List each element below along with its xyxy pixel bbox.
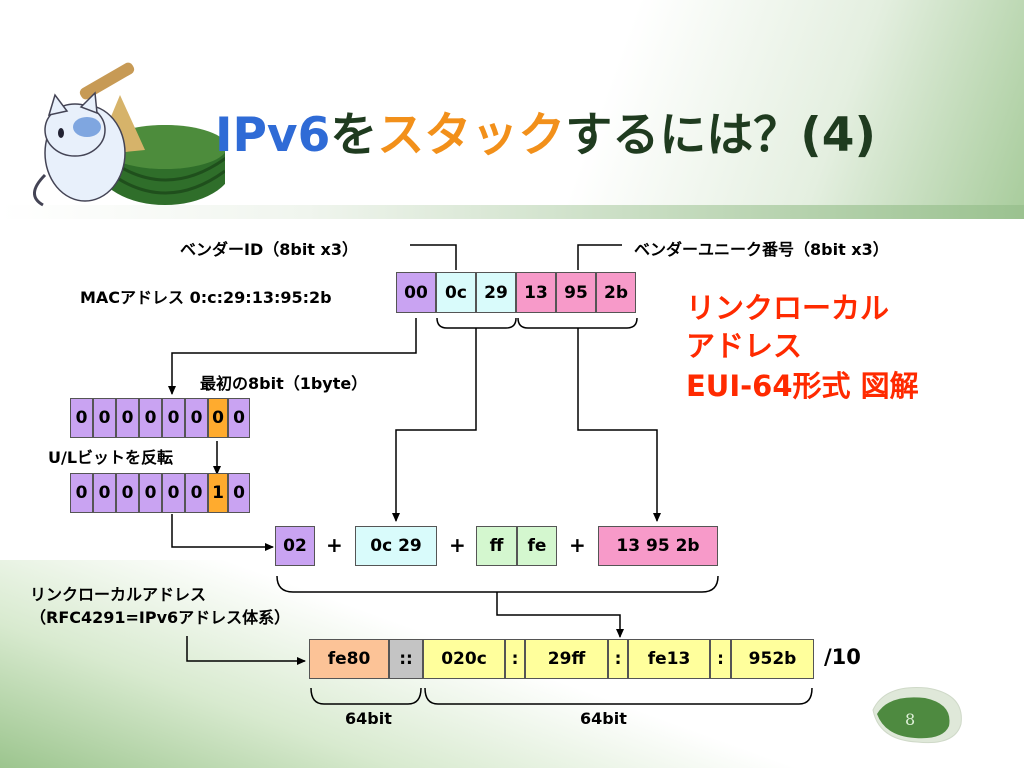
vendor-unique-label: ベンダーユニーク番号（8bit x3） (634, 240, 889, 259)
title-particle: を (330, 108, 378, 163)
bit-flipped-8: 0 (228, 473, 250, 513)
bit-flipped-4: 0 (139, 473, 162, 513)
title-stack: スタック (377, 108, 566, 163)
addr-fe13: fe13 (628, 639, 710, 679)
addr-colon: : (505, 639, 525, 679)
ul-flip-label: U/Lビットを反転 (48, 448, 174, 467)
bit-original-ul: 0 (208, 398, 228, 438)
addr-952b: 952b (731, 639, 814, 679)
addr-double-colon: :: (389, 639, 423, 679)
eui-byte-fe: fe (517, 526, 557, 566)
red-caption-line-1: リンクローカル (686, 291, 890, 325)
interface-prefix-64bit: 64bit (345, 709, 392, 728)
plus-sign: + (449, 533, 466, 557)
eui-bytes-13952b: 13 95 2b (598, 526, 718, 566)
addr-colon: : (608, 639, 628, 679)
mac-byte-1: 00 (396, 272, 436, 313)
bit-original-3: 0 (116, 398, 139, 438)
title-separator (0, 205, 1024, 219)
bit-original-1: 0 (70, 398, 93, 438)
rfc-label: （RFC4291=IPv6アドレス体系） (30, 608, 291, 627)
bit-flipped-ul: 1 (208, 473, 228, 513)
title-rest: するには？(4) (565, 108, 876, 163)
bit-flipped-2: 0 (93, 473, 116, 513)
link-local-label: リンクローカルアドレス (30, 585, 207, 604)
plus-sign: + (326, 533, 343, 557)
bit-original-8: 0 (228, 398, 250, 438)
page-title: IPv6をスタックするには？(4) (215, 96, 876, 165)
red-caption-line-2: アドレス (686, 329, 803, 363)
mac-byte-3: 29 (476, 272, 516, 313)
prefix-length: /10 (824, 645, 861, 669)
mac-byte-2: 0c (436, 272, 476, 313)
cat-mascot-illustration (33, 62, 225, 207)
mac-byte-4: 13 (516, 272, 556, 313)
eui-byte-ff: ff (476, 526, 517, 566)
bit-flipped-6: 0 (185, 473, 208, 513)
bit-original-6: 0 (185, 398, 208, 438)
bit-original-2: 0 (93, 398, 116, 438)
interface-id-64bit: 64bit (580, 709, 627, 728)
eui-byte-02: 02 (275, 526, 315, 566)
addr-fe80: fe80 (309, 639, 389, 679)
bit-flipped-1: 0 (70, 473, 93, 513)
page-number-badge (872, 686, 962, 744)
page-number: 8 (905, 710, 916, 729)
addr-29ff: 29ff (525, 639, 608, 679)
red-caption-line-3: EUI-64形式 図解 (686, 369, 919, 403)
addr-colon: : (710, 639, 731, 679)
bit-flipped-5: 0 (162, 473, 185, 513)
bit-original-4: 0 (139, 398, 162, 438)
first-8bit-label: 最初の8bit（1byte） (200, 374, 368, 393)
vendor-id-label: ベンダーID（8bit x3） (180, 240, 358, 259)
plus-sign: + (569, 533, 586, 557)
mac-byte-5: 95 (556, 272, 596, 313)
addr-020c: 020c (423, 639, 505, 679)
bit-original-5: 0 (162, 398, 185, 438)
title-ipv6: IPv6 (215, 108, 331, 163)
eui-bytes-0c29: 0c 29 (355, 526, 437, 566)
mac-address-label: MACアドレス 0:c:29:13:95:2b (80, 288, 332, 307)
mac-byte-6: 2b (596, 272, 636, 313)
bit-flipped-3: 0 (116, 473, 139, 513)
